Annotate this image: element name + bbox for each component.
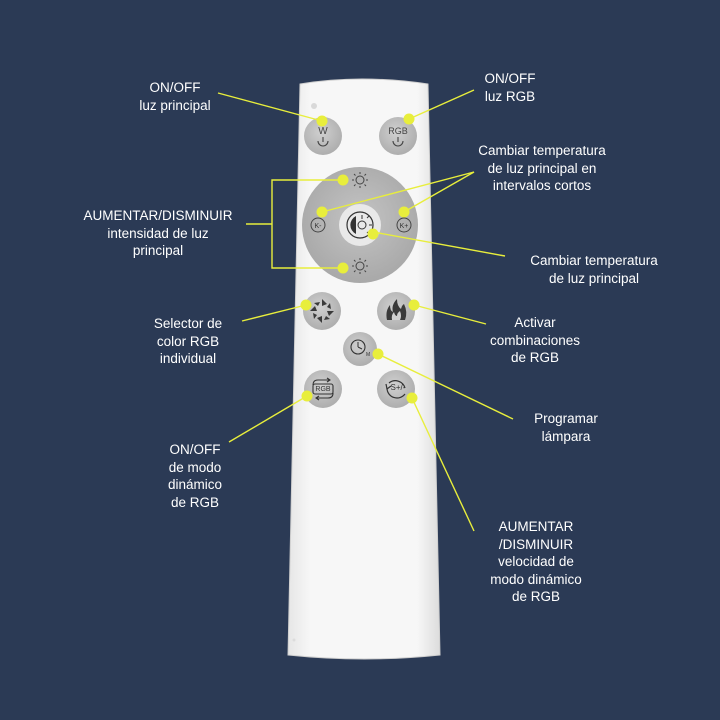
svg-text:K-: K- bbox=[315, 223, 323, 230]
sun-icon bbox=[352, 172, 368, 188]
brightness-up-button[interactable] bbox=[352, 172, 368, 188]
svg-text:M: M bbox=[366, 352, 370, 358]
rgb-on-off-button[interactable]: RGB bbox=[379, 117, 417, 155]
flame-icon bbox=[386, 299, 407, 320]
clock-timer-icon: M bbox=[350, 339, 370, 358]
rgb-dynamic-on-off-button[interactable]: RGB bbox=[304, 370, 342, 408]
callout-brightness: AUMENTAR/DISMINUIR intensidad de luz pri… bbox=[83, 208, 233, 258]
callout-dynamic-speed: AUMENTAR /DISMINUIR velocidad de modo di… bbox=[490, 519, 582, 604]
brightness-down-button[interactable] bbox=[352, 258, 368, 274]
svg-text:RGB: RGB bbox=[388, 126, 408, 136]
callout-dynamic-on-off: ON/OFF de modo dinámico de RGB bbox=[167, 442, 223, 510]
remote-body bbox=[287, 78, 441, 660]
callout-change-temp-steps: Cambiar temperatura de luz principal en … bbox=[478, 143, 606, 193]
callout-program-lamp: Programar lámpara bbox=[534, 411, 598, 444]
rgb-color-selector-button[interactable] bbox=[303, 292, 341, 330]
cycle-arrows-icon bbox=[312, 377, 334, 401]
temperature-cool-step-button[interactable]: K+ bbox=[396, 217, 412, 233]
sun-icon bbox=[352, 258, 368, 274]
control-ring bbox=[302, 167, 418, 283]
callout-activate-combinations: Activar combinaciones de RGB bbox=[489, 315, 581, 365]
brightness-bracket bbox=[246, 179, 343, 269]
callout-on-off-main: ON/OFF luz principal bbox=[139, 80, 211, 113]
refresh-icon bbox=[385, 380, 406, 399]
rgb-combinations-button[interactable] bbox=[377, 292, 415, 330]
callout-dots bbox=[300, 113, 420, 404]
temperature-dial-button[interactable] bbox=[346, 211, 374, 239]
led-indicator bbox=[311, 103, 317, 109]
color-wheel-icon bbox=[310, 299, 334, 323]
svg-text:RGB: RGB bbox=[315, 386, 331, 393]
callout-change-temp: Cambiar temperatura de luz principal bbox=[530, 253, 658, 286]
temperature-warm-step-button[interactable]: K- bbox=[310, 217, 326, 233]
power-icon bbox=[317, 137, 329, 147]
callout-color-selector: Selector de color RGB individual bbox=[153, 316, 223, 366]
svg-text:S+/-: S+/- bbox=[391, 383, 406, 392]
svg-text:W: W bbox=[318, 126, 328, 137]
rgb-speed-button[interactable]: S+/- bbox=[377, 370, 415, 408]
svg-text:K+: K+ bbox=[400, 223, 409, 230]
timer-button[interactable]: M bbox=[343, 332, 377, 366]
dial-icon bbox=[346, 211, 374, 239]
callout-on-off-rgb: ON/OFF luz RGB bbox=[484, 71, 536, 104]
white-on-off-button[interactable]: W bbox=[304, 117, 342, 155]
power-icon bbox=[392, 137, 404, 147]
